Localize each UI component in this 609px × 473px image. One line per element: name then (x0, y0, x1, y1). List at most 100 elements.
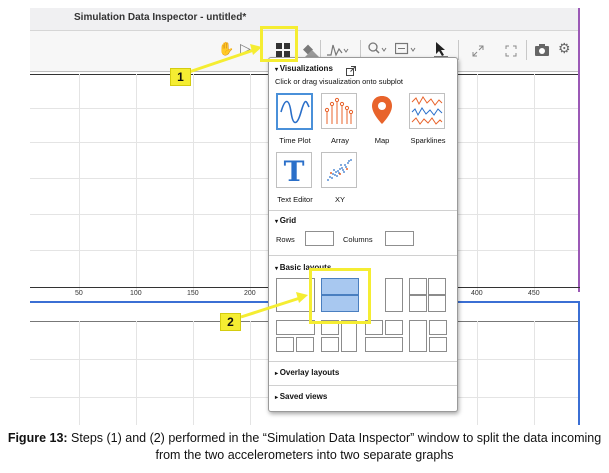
figure-caption: Figure 13: Steps (1) and (2) performed i… (0, 430, 609, 464)
grid-line (79, 74, 80, 292)
layout-two-rows-top[interactable] (321, 278, 359, 295)
text-editor-tile[interactable]: T (276, 152, 312, 188)
plot-signal-line (578, 301, 580, 425)
grid-line (477, 321, 478, 425)
toolbar-separator (526, 40, 527, 60)
expand-icon[interactable] (472, 44, 484, 62)
basic-layouts-header[interactable]: ▾ Basic layouts (275, 263, 332, 272)
hand-icon[interactable]: ✋ (218, 41, 235, 56)
caret-down-icon: ▾ (275, 219, 280, 225)
grid-header[interactable]: ▾ Grid (275, 216, 297, 225)
sparklines-label: Sparklines (410, 136, 446, 145)
grid-line (136, 74, 137, 292)
layout-tall-cell[interactable] (409, 320, 427, 352)
step-1-badge: 1 (170, 68, 191, 86)
map-pin-icon (372, 96, 392, 124)
x-tick: 400 (471, 290, 483, 297)
window-titlebar: Simulation Data Inspector - untitled* (30, 8, 580, 31)
layout-grid-br[interactable] (409, 295, 427, 312)
caret-right-icon: ▸ (275, 371, 280, 377)
layout-popup: ▾ Visualizations Click or drag visualiza… (268, 57, 458, 412)
x-tick: 50 (75, 290, 83, 297)
external-link-icon[interactable] (346, 63, 356, 81)
caret-down-icon: ▾ (275, 266, 280, 272)
layout-two-rows-bottom[interactable] (321, 295, 359, 312)
caret-right-icon: ▸ (275, 395, 280, 401)
layout-row-cell[interactable] (321, 337, 339, 352)
caption-text: Steps (1) and (2) performed in the “Simu… (67, 431, 602, 462)
sine-wave-icon (280, 100, 310, 124)
grid-line (250, 74, 251, 292)
rows-label: Rows (276, 235, 295, 244)
columns-input[interactable] (385, 231, 414, 246)
visualizations-header[interactable]: ▾ Visualizations (275, 64, 333, 73)
rows-input[interactable] (305, 231, 334, 246)
grid-line (193, 74, 194, 292)
xy-tile[interactable] (321, 152, 357, 188)
pencil-icon[interactable]: ◆ (303, 41, 313, 56)
layout-row-wide[interactable] (365, 337, 403, 352)
svg-text:T: T (284, 155, 305, 187)
time-plot-tile[interactable] (276, 93, 313, 130)
window-title: Simulation Data Inspector - untitled* (74, 12, 247, 23)
array-tile[interactable] (321, 93, 357, 129)
layout-grid-tr[interactable] (409, 278, 427, 295)
array-label: Array (331, 136, 349, 145)
section-divider (269, 361, 457, 362)
fullscreen-icon[interactable] (505, 44, 517, 62)
grid-line (534, 321, 535, 425)
plot-signal-line (578, 8, 580, 292)
x-tick: 200 (244, 290, 256, 297)
caret-down-icon: ▾ (275, 67, 280, 73)
camera-icon[interactable] (535, 43, 549, 61)
sparklines-tile[interactable] (409, 93, 445, 129)
text-editor-label: Text Editor (277, 195, 313, 204)
grid-line (193, 321, 194, 425)
layout-two-cols-left[interactable] (385, 278, 403, 312)
step-2-badge: 2 (220, 313, 241, 331)
layout-row-cell[interactable] (296, 337, 314, 352)
zoom-icon[interactable] (368, 42, 388, 61)
layout-grid-icon[interactable] (276, 43, 290, 57)
layout-row-cell[interactable] (429, 320, 447, 335)
text-editor-icon: T (284, 155, 305, 188)
saved-views-header[interactable]: ▸ Saved views (275, 392, 328, 401)
x-tick: 100 (130, 290, 142, 297)
toolbar-separator (320, 40, 321, 60)
grid-line (250, 321, 251, 425)
x-tick: 150 (187, 290, 199, 297)
callout-box-step1 (260, 26, 298, 62)
visualizations-hint: Click or drag visualization onto subplot (275, 77, 403, 86)
grid-line (136, 321, 137, 425)
time-plot-label: Time Plot (279, 136, 311, 145)
map-tile[interactable] (365, 93, 399, 127)
layout-single[interactable] (276, 278, 315, 312)
section-divider (269, 255, 457, 256)
overlay-layouts-header[interactable]: ▸ Overlay layouts (275, 368, 340, 377)
xy-scatter-icon (327, 159, 352, 181)
popup-arrow (304, 50, 320, 58)
layout-row-cell[interactable] (276, 337, 294, 352)
caption-label: Figure 13: (7, 431, 68, 445)
layout-row-cell[interactable] (385, 320, 403, 335)
toolbar-separator (360, 40, 361, 60)
layout-grid-bl[interactable] (428, 295, 446, 312)
fit-icon[interactable] (394, 42, 417, 61)
layout-row-cell[interactable] (429, 337, 447, 352)
columns-label: Columns (343, 235, 373, 244)
sparklines-icon (411, 96, 443, 125)
signal-icon[interactable] (327, 43, 349, 62)
layout-grid-tl[interactable] (428, 278, 446, 295)
section-divider (269, 385, 457, 386)
toolbar-separator (458, 40, 459, 60)
layout-tall-cell[interactable] (341, 320, 357, 352)
section-divider (269, 210, 457, 211)
grid-line (477, 74, 478, 292)
grid-line (534, 74, 535, 292)
layout-row-wide[interactable] (276, 320, 315, 335)
play-icon[interactable]: ▷ (240, 40, 251, 56)
x-tick: 450 (528, 290, 540, 297)
gear-icon[interactable]: ⚙ (558, 40, 571, 56)
map-label: Map (374, 136, 390, 145)
